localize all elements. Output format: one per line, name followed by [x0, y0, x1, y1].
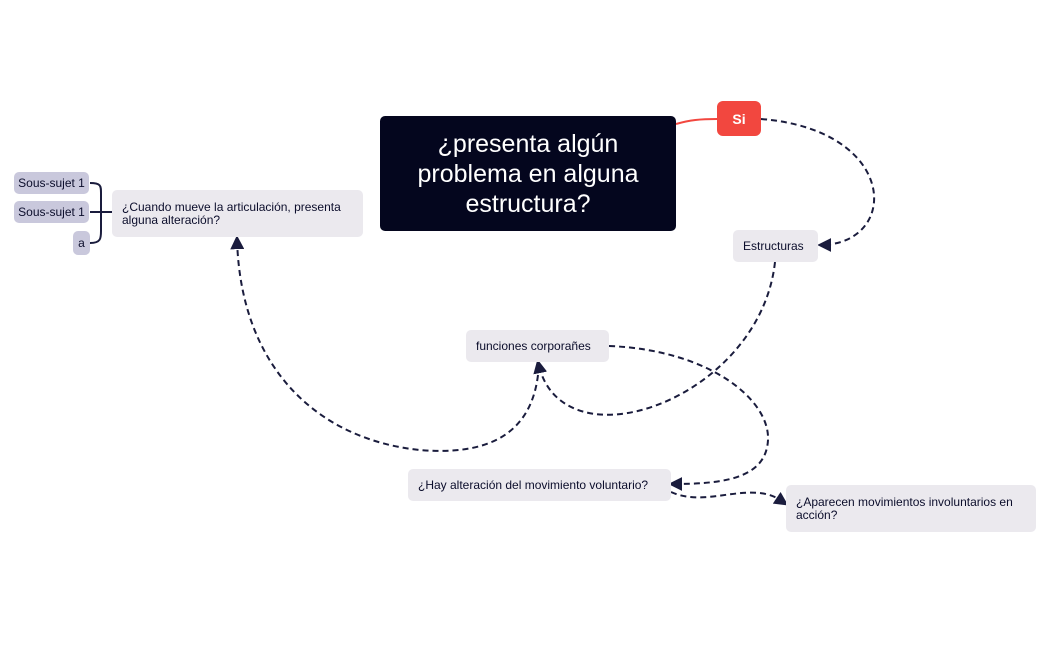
subtopic-3[interactable]: a — [73, 231, 90, 255]
subtopic-3-text: a — [78, 236, 85, 250]
hay-alteracion-node[interactable]: ¿Hay alteración del movimiento voluntari… — [408, 469, 671, 501]
funciones-to-hay-connector — [608, 345, 770, 491]
subtopic-2-text: Sous-sujet 1 — [18, 205, 85, 219]
estructuras-text: Estructuras — [743, 238, 804, 253]
si-topic[interactable]: Si — [717, 101, 761, 136]
subtopic-1[interactable]: Sous-sujet 1 — [14, 172, 89, 194]
cuando-mueve-text: ¿Cuando mueve la articulación, presenta … — [122, 199, 341, 227]
central-to-si-connector — [675, 118, 718, 125]
estructuras-node[interactable]: Estructuras — [733, 230, 818, 262]
cuando-mueve-node[interactable]: ¿Cuando mueve la articulación, presenta … — [112, 190, 363, 237]
funciones-node[interactable]: funciones corporañes — [466, 330, 609, 362]
subtopic-2[interactable]: Sous-sujet 1 — [14, 201, 89, 223]
si-topic-text: Si — [732, 110, 746, 127]
central-topic-text: ¿presenta algún problema en alguna estru… — [417, 129, 639, 218]
si-to-estructuras-connector — [760, 118, 876, 252]
funciones-text: funciones corporañes — [476, 338, 591, 353]
subtopic-bracket — [89, 182, 112, 244]
central-topic[interactable]: ¿presenta algún problema en alguna estru… — [380, 116, 676, 231]
hay-alteracion-text: ¿Hay alteración del movimiento voluntari… — [418, 477, 649, 492]
hay-to-aparecen-connector — [670, 491, 789, 506]
subtopic-1-text: Sous-sujet 1 — [18, 176, 85, 190]
aparecen-text: ¿Aparecen movimientos involuntarios en a… — [796, 494, 1013, 522]
aparecen-node[interactable]: ¿Aparecen movimientos involuntarios en a… — [786, 485, 1036, 532]
